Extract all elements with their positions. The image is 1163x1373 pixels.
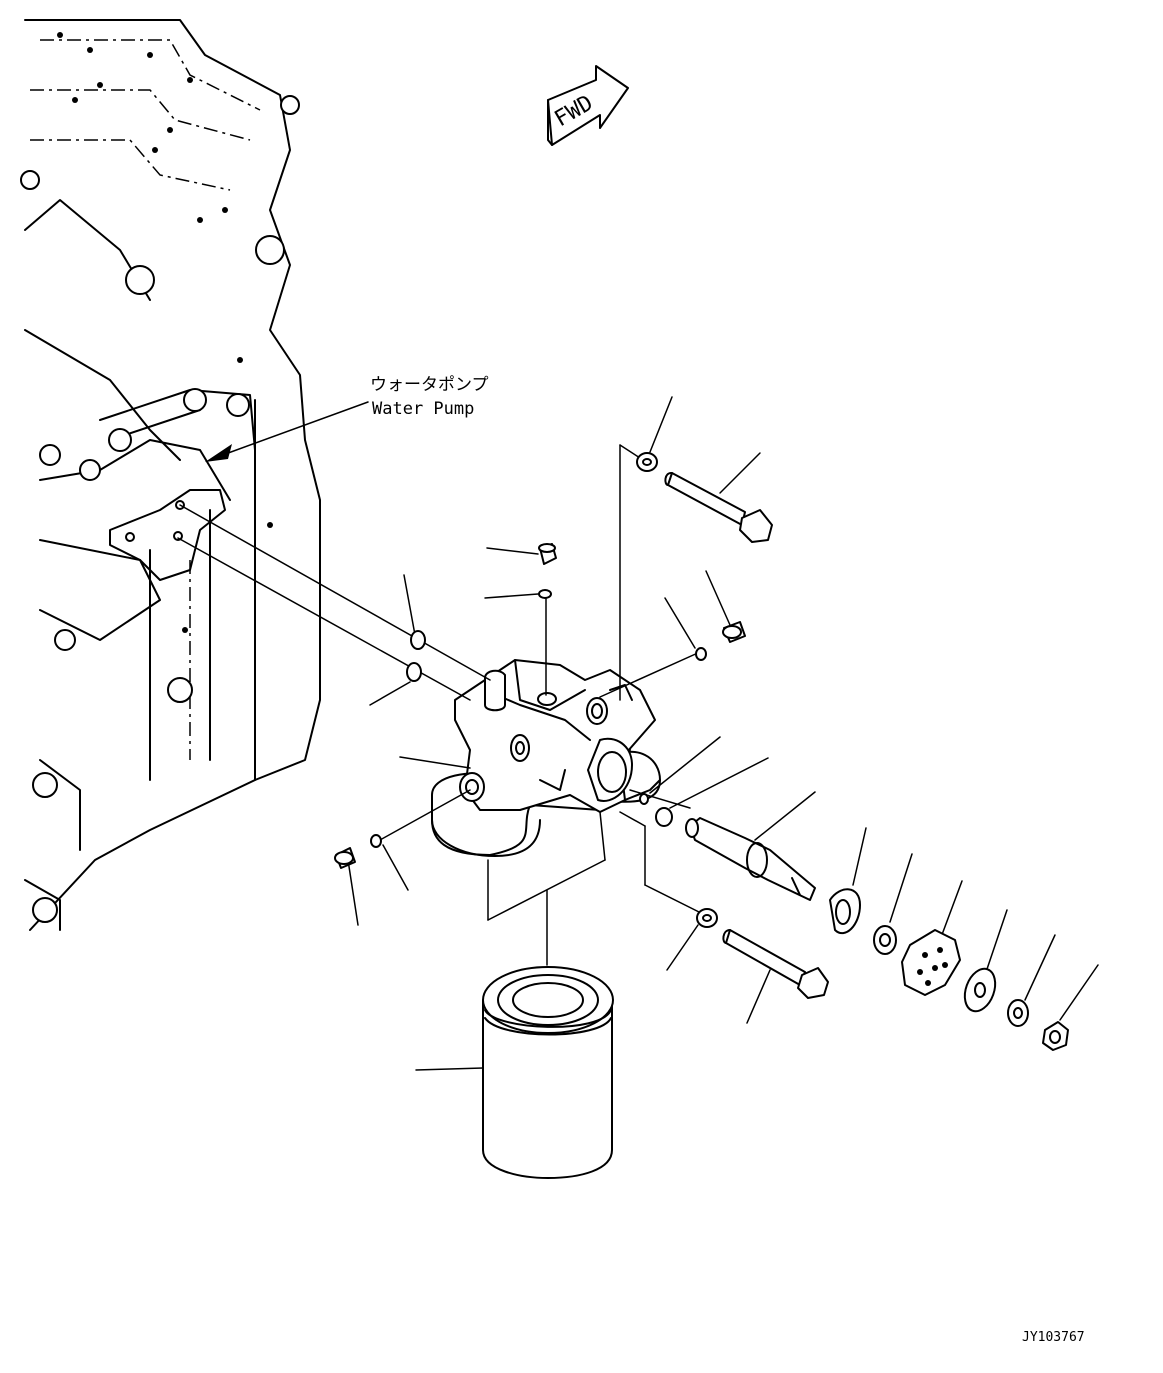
washer-large <box>963 967 997 1013</box>
pump-flange <box>109 489 226 581</box>
shaft <box>685 817 816 901</box>
rotor-plate <box>901 929 961 996</box>
callout-label-jp: ウォータポンプ <box>370 375 489 395</box>
washer-mid <box>873 925 897 955</box>
o-ring-right <box>695 647 707 661</box>
plug-top <box>538 543 557 565</box>
long-bolt-top <box>664 472 773 543</box>
washer-top <box>636 452 658 472</box>
washer-small <box>1007 999 1029 1027</box>
o-ring-left-1 <box>410 630 426 650</box>
o-ring-lower-left <box>370 834 382 848</box>
filter-cartridge <box>482 966 614 1179</box>
callout-label-en: Water Pump <box>372 399 474 419</box>
drawing-code: JY103767 <box>1022 1330 1085 1345</box>
small-parts <box>334 452 1069 1051</box>
fwd-arrow: FWD <box>547 65 629 146</box>
assembly-lines <box>177 444 706 966</box>
nut <box>1042 1021 1069 1051</box>
washer-bottom <box>696 908 718 928</box>
water-pump-callout: ウォータポンプ Water Pump <box>205 375 489 462</box>
bushing <box>829 888 861 935</box>
filter-head <box>431 659 661 857</box>
engine-block <box>20 19 321 931</box>
plug-right <box>722 621 746 643</box>
callout-arrow-head <box>205 444 232 462</box>
leader-lines <box>347 396 1099 1071</box>
block-holes <box>57 32 273 633</box>
plug-lower-left <box>334 847 356 869</box>
o-ring-small-top <box>538 589 552 599</box>
long-bolt-bottom <box>722 929 829 999</box>
o-ring-left-2 <box>406 662 422 682</box>
